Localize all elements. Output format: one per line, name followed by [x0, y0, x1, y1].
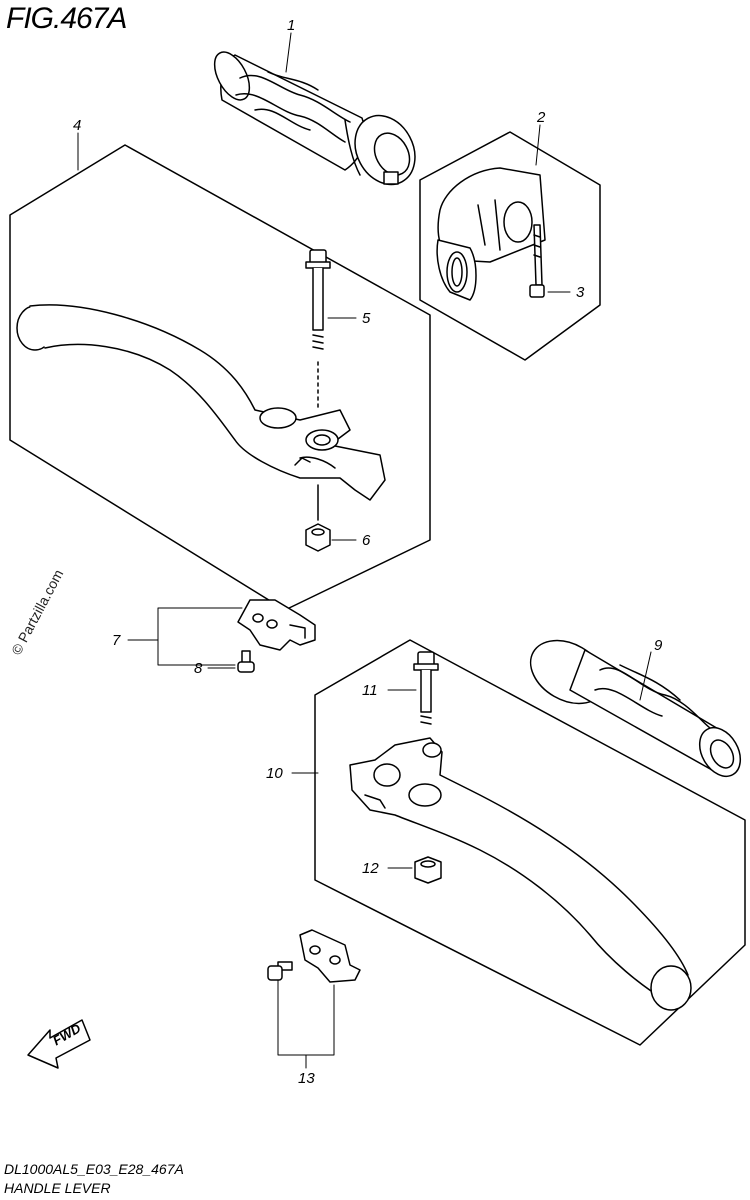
- callout-11: 11: [362, 682, 378, 699]
- callout-12: 12: [362, 860, 379, 877]
- group-box-2: [419, 131, 601, 361]
- callout-4: 4: [73, 117, 81, 134]
- bolt-5: [305, 249, 331, 521]
- grip-holder: [436, 167, 546, 301]
- grip-right: [529, 639, 742, 777]
- screw-8: [237, 650, 255, 673]
- switch-right: [267, 929, 361, 983]
- callout-3: 3: [576, 284, 585, 301]
- switch-left: [237, 599, 316, 651]
- figure-caption: HANDLE LEVER: [4, 1180, 111, 1196]
- callout-9: 9: [654, 637, 663, 654]
- figure-title: FIG.467A: [6, 2, 127, 35]
- callout-10: 10: [266, 765, 283, 782]
- lever-right: [349, 737, 692, 1011]
- figure-code: DL1000AL5_E03_E28_467A: [4, 1161, 184, 1177]
- nut-12: [414, 856, 442, 884]
- nut-6: [305, 523, 331, 552]
- lever-left: [16, 304, 386, 501]
- fwd-arrow-icon: [27, 1019, 91, 1069]
- callout-6: 6: [362, 532, 371, 549]
- grip-left: [213, 51, 416, 186]
- callout-8: 8: [194, 660, 203, 677]
- screw-3: [529, 224, 545, 298]
- callout-2: 2: [536, 109, 546, 126]
- callout-13: 13: [298, 1070, 315, 1087]
- leader-lines: [77, 32, 652, 1069]
- callout-7: 7: [112, 632, 121, 649]
- bolt-11: [413, 651, 439, 725]
- callout-5: 5: [362, 310, 371, 327]
- callout-1: 1: [287, 17, 295, 34]
- group-box-10: [314, 639, 746, 1046]
